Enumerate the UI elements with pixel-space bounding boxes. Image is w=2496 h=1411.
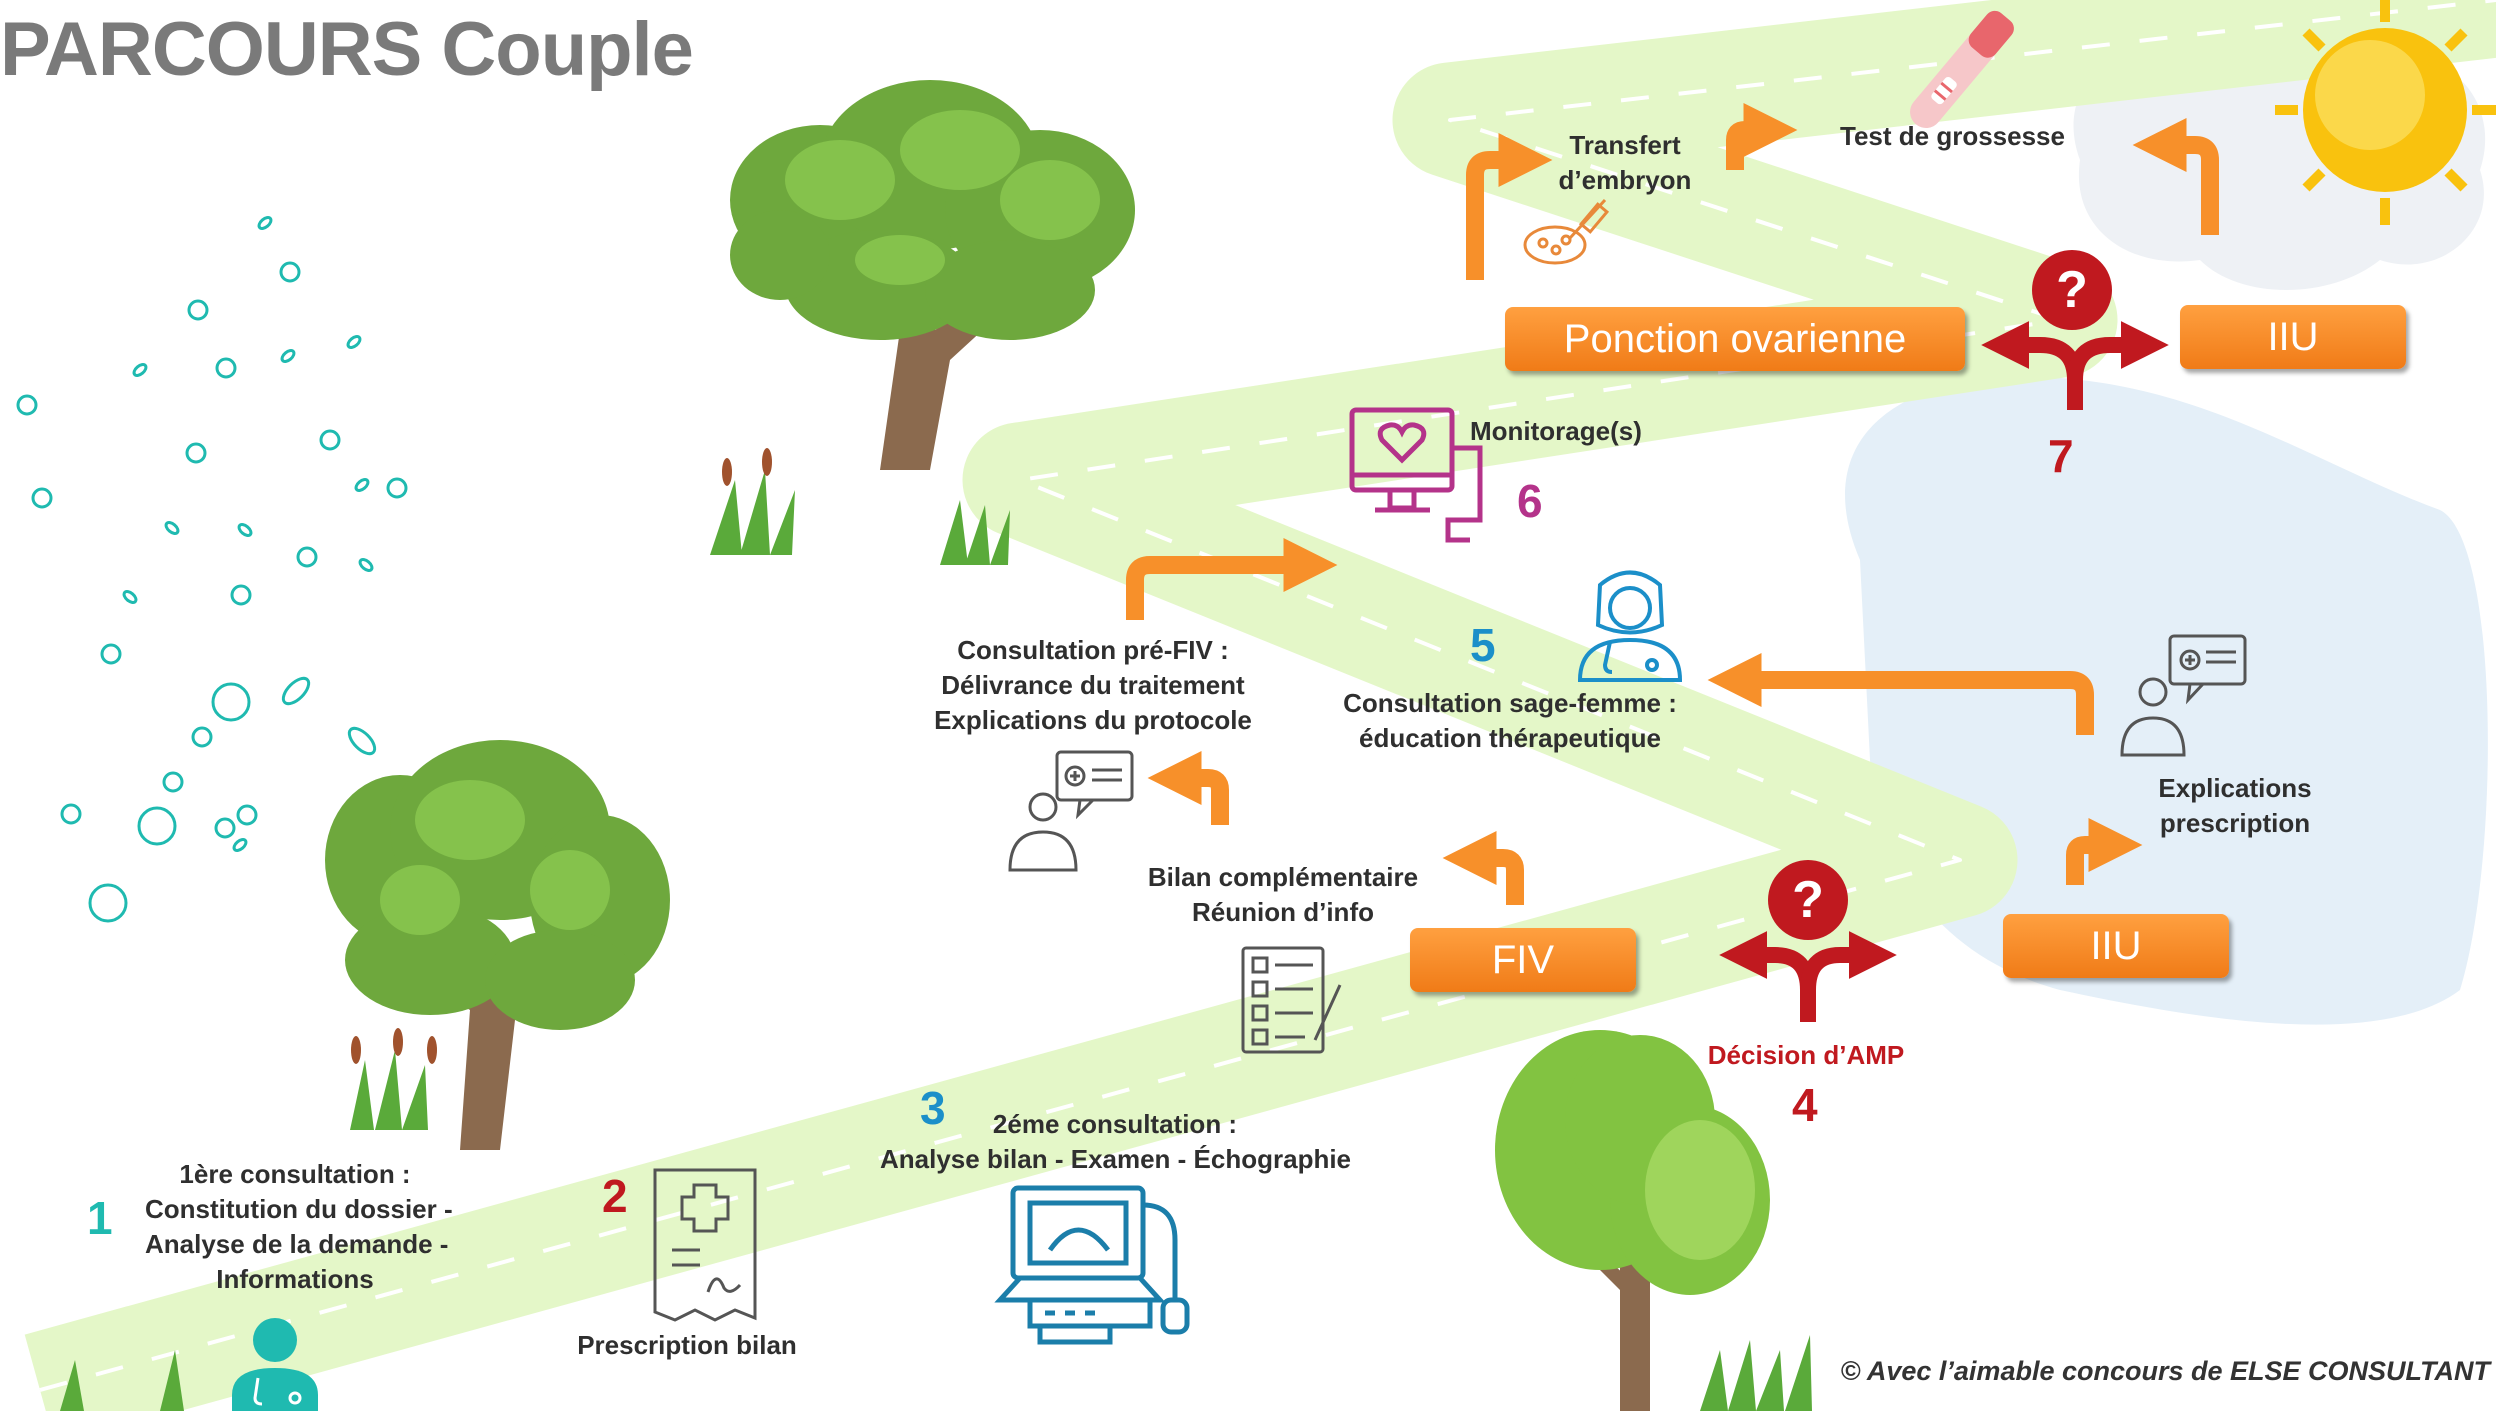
fork-arrow-top (1981, 321, 2169, 410)
step-1-line-4: Informations (216, 1264, 374, 1294)
petri-dish-icon (1523, 198, 1610, 265)
transfert-line-1: Transfert (1569, 130, 1681, 160)
bilan-label: Bilan complémentaire Réunion d’info (1133, 860, 1433, 930)
step-1-line-3: Analyse de la demande - (145, 1229, 449, 1259)
test-grossesse-label: Test de grossesse (1840, 121, 2065, 151)
step-3-label: 2éme consultation : Analyse bilan - Exam… (880, 1107, 1352, 1177)
step-number-3: 3 (920, 1082, 946, 1134)
credit-text: © Avec l’aimable concours de ELSE CONSUL… (1840, 1356, 2490, 1386)
bilan-line-2: Réunion d’info (1192, 897, 1374, 927)
checklist-icon (1241, 946, 1342, 1054)
step-5-label: Consultation sage-femme : éducation thér… (1330, 686, 1690, 756)
step-1-label: 1ère consultation : Constitution du doss… (145, 1157, 453, 1297)
sun-icon (2275, 0, 2496, 225)
step-1-line-2: Constitution du dossier - (145, 1194, 453, 1224)
pre-fiv-line-2: Délivrance du traitement (941, 670, 1245, 700)
grass-decoration (60, 470, 1812, 1411)
step-5-line-2: éducation thérapeutique (1359, 723, 1661, 753)
iiu-button-lower[interactable]: IIU (2003, 914, 2229, 978)
tree-upper (730, 80, 1135, 470)
step-number-4: 4 (1792, 1079, 1818, 1131)
fiv-button[interactable]: FIV (1410, 928, 1636, 992)
explications-label: Explications prescription (2130, 771, 2340, 841)
step-3-line-1: 2éme consultation : (992, 1109, 1238, 1139)
doctor-consult-icon-left (1008, 750, 1134, 872)
transfert-line-2: d’embryon (1558, 165, 1692, 195)
transfert-label: Transfert d’embryon (1540, 128, 1710, 198)
step-6-label: Monitorage(s) (1470, 416, 1642, 446)
svg-text:?: ? (1792, 871, 1824, 929)
tree-lower-left (325, 740, 670, 1150)
question-mark-icon-bottom: ? (1768, 860, 1848, 940)
page-title: PARCOURS Couple (0, 7, 694, 92)
tree-bottom (1495, 1030, 1770, 1411)
pregnancy-test-icon (1910, 10, 2014, 129)
step-number-7: 7 (2048, 430, 2074, 482)
step-3-line-2: Analyse bilan - Examen - Échographie (880, 1144, 1352, 1174)
question-mark-icon-top: ? (2032, 250, 2112, 330)
step-number-6: 6 (1517, 475, 1543, 527)
fork-arrow-bottom (1719, 931, 1897, 1022)
pre-fiv-line-1: Consultation pré-FIV : (957, 635, 1229, 665)
nurse-icon (1577, 570, 1683, 682)
road-dashes (39, 0, 2496, 1392)
explications-line-1: Explications (2158, 773, 2312, 803)
ponction-ovarienne-button[interactable]: Ponction ovarienne (1505, 307, 1965, 371)
reed-decoration (351, 448, 772, 1064)
iiu-button-top[interactable]: IIU (2180, 305, 2406, 369)
pre-fiv-line-3: Explications du protocole (934, 705, 1252, 735)
step-number-1: 1 (87, 1192, 113, 1244)
ultrasound-machine-icon (994, 1185, 1190, 1345)
prescription-icon (653, 1168, 757, 1322)
doctor-icon (232, 1318, 318, 1411)
orange-arrows (1126, 103, 2219, 905)
step-number-5: 5 (1470, 619, 1496, 671)
svg-text:?: ? (2056, 261, 2088, 319)
monitor-heart-icon (1349, 407, 1483, 543)
doctor-consult-icon-right (2120, 634, 2247, 757)
step-number-2: 2 (602, 1170, 628, 1222)
pre-fiv-label: Consultation pré-FIV : Délivrance du tra… (918, 633, 1268, 738)
step-2-label: Prescription bilan (577, 1330, 797, 1360)
step-4-label: Décision d’AMP (1707, 1040, 1905, 1070)
step-5-line-1: Consultation sage-femme : (1343, 688, 1677, 718)
explications-line-2: prescription (2159, 808, 2311, 838)
bilan-line-1: Bilan complémentaire (1147, 862, 1419, 892)
step-1-line-1: 1ère consultation : (179, 1159, 411, 1189)
